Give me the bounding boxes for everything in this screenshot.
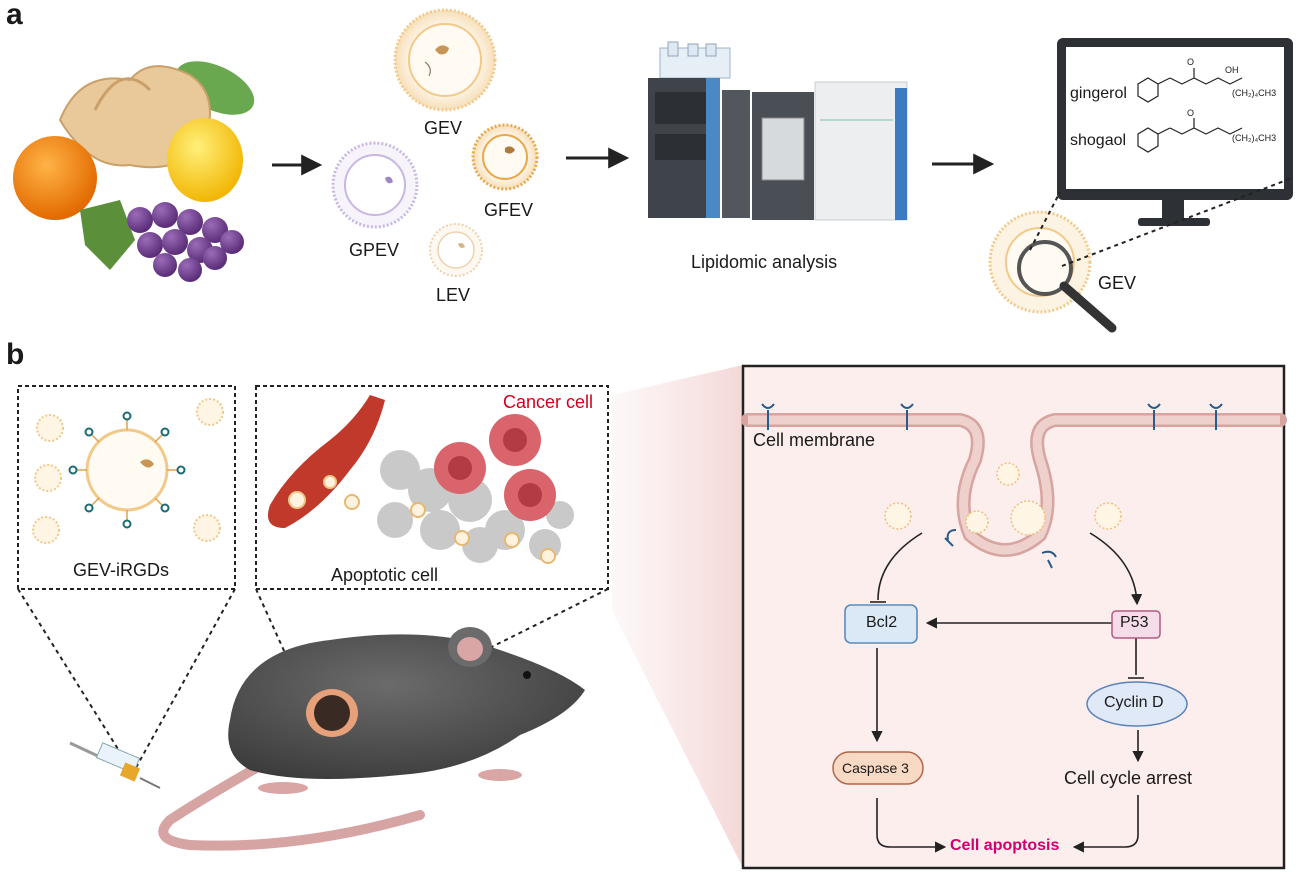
- label-cell-apoptosis: Cell apoptosis: [950, 837, 1060, 854]
- panel-a-letter: a: [6, 0, 23, 31]
- zoom-triangle: [612, 365, 743, 868]
- fruits-illustration: [13, 61, 255, 282]
- vesicle-gev: [393, 8, 497, 112]
- mouse: [158, 627, 585, 851]
- lipidomic-instrument: [648, 41, 908, 221]
- magnified-gev: [988, 177, 1293, 333]
- small-vesicles-mid-inset: [344, 494, 556, 564]
- cell-membrane: [741, 413, 1287, 557]
- label-shogaol-tail: (CH₂)₄CH3: [1232, 133, 1277, 143]
- shogaol-structure: [1137, 118, 1243, 153]
- gingerol-structure: [1137, 68, 1243, 103]
- label-gingerol-o: O: [1187, 57, 1195, 67]
- small-vesicles-left-inset: [32, 398, 224, 544]
- label-oh: OH: [1225, 65, 1239, 75]
- label-gev: GEV: [424, 118, 463, 138]
- cyclin-d-ellipse: [1086, 681, 1188, 727]
- pathway-panel: [741, 364, 1286, 870]
- label-shogaol: shogaol: [1070, 132, 1127, 149]
- vesicle-lev: [429, 223, 483, 277]
- zoom-line-2: [132, 588, 236, 774]
- caspase-3-pill: [832, 751, 924, 785]
- label-cancer-cell: Cancer cell: [503, 392, 594, 412]
- p53-box: [1111, 610, 1161, 639]
- label-cyclin-d: Cyclin D: [1104, 694, 1164, 711]
- label-cell-membrane: Cell membrane: [753, 430, 876, 450]
- cancer-cells: [434, 414, 556, 521]
- pathway-arrows: [870, 532, 1144, 853]
- label-caspase-3: Caspase 3: [842, 760, 909, 776]
- vesicle-gfev: [471, 123, 539, 191]
- panel-b-letter: b: [6, 338, 25, 371]
- vesicle-gpev: [331, 141, 419, 229]
- label-gpev: GPEV: [349, 240, 400, 260]
- label-magnified-gev: GEV: [1098, 273, 1137, 293]
- label-shogaol-o: O: [1187, 108, 1195, 118]
- endocytosed-vesicles: [884, 462, 1122, 536]
- label-gingerol: gingerol: [1070, 85, 1127, 102]
- bcl2-box: [844, 604, 918, 644]
- gev-irgd-central: [68, 411, 186, 529]
- label-gfev: GFEV: [484, 200, 534, 220]
- blood-vessel: [267, 395, 385, 528]
- label-p53: P53: [1120, 614, 1149, 631]
- label-cell-cycle-arrest: Cell cycle arrest: [1064, 768, 1193, 788]
- monitor: [1057, 38, 1293, 226]
- label-bcl2: Bcl2: [866, 614, 898, 631]
- label-gev-irgds: GEV-iRGDs: [73, 560, 170, 580]
- label-lipidomic-analysis: Lipidomic analysis: [691, 252, 838, 272]
- label-apoptotic-cell: Apoptotic cell: [331, 565, 439, 585]
- receptors: [761, 403, 1223, 569]
- syringe: [69, 741, 161, 789]
- zoom-line-3: [255, 588, 311, 709]
- label-gingerol-tail: (CH₂)₄CH3: [1232, 88, 1277, 98]
- label-lev: LEV: [436, 285, 471, 305]
